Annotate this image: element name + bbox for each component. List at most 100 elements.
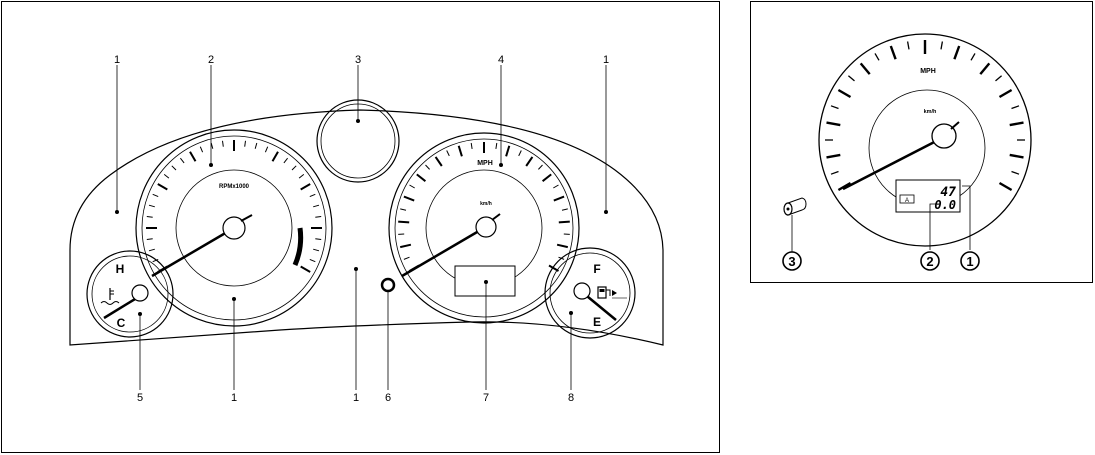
gauge-tick bbox=[254, 142, 258, 149]
gauge-tick bbox=[998, 88, 1013, 99]
gauge-tick bbox=[434, 156, 443, 167]
tachometer: RPMx1000 bbox=[135, 129, 333, 327]
gauge-tick bbox=[315, 216, 322, 218]
gauge-tick bbox=[525, 156, 534, 167]
gauge-tick bbox=[826, 153, 841, 159]
temp-cold-label: C bbox=[117, 316, 126, 330]
tachometer-needle bbox=[151, 226, 235, 278]
gauge-tick bbox=[518, 150, 522, 157]
speedometer-unit-main: MPH bbox=[477, 160, 493, 167]
gauge-tick bbox=[561, 208, 568, 211]
gauge-tick bbox=[837, 181, 852, 192]
trip-mode-indicator: A bbox=[905, 198, 909, 204]
fuel-gauge: F E bbox=[544, 247, 636, 339]
temperature-gauge: H C bbox=[86, 250, 174, 338]
gauge-tick bbox=[505, 145, 511, 157]
gauge-tick bbox=[400, 208, 407, 211]
inset-callout-1: 1 bbox=[966, 254, 973, 269]
gauge-tick bbox=[940, 41, 944, 50]
gauge-tick bbox=[889, 45, 897, 60]
gauge-tick bbox=[309, 193, 316, 198]
gauge-tick bbox=[538, 164, 543, 170]
gauge-tick bbox=[315, 238, 322, 240]
gauge-tick bbox=[830, 170, 839, 175]
gauge-tick bbox=[470, 142, 473, 149]
inset-callout-3: 3 bbox=[788, 254, 795, 269]
gauge-tick bbox=[313, 204, 320, 208]
gauge-tick bbox=[313, 248, 320, 252]
callout-8: 8 bbox=[568, 392, 574, 404]
gauge-tick bbox=[906, 41, 910, 50]
inset-callouts: 3 2 1 bbox=[782, 251, 980, 271]
gauge-tick bbox=[210, 142, 214, 149]
gauge-tick bbox=[553, 184, 559, 189]
gauge-tick bbox=[558, 220, 570, 224]
gauge-tick bbox=[416, 173, 427, 182]
gauge-tick bbox=[553, 195, 565, 202]
fuel-pump-icon bbox=[597, 286, 617, 299]
gauge-tick bbox=[859, 62, 871, 75]
callout-4: 4 bbox=[498, 54, 504, 66]
gauge-tick bbox=[446, 150, 450, 157]
callout-6: 6 bbox=[385, 392, 391, 404]
gauge-tick bbox=[222, 140, 224, 147]
gauge-tick bbox=[837, 88, 852, 99]
gauge-tick bbox=[556, 243, 569, 249]
gauge-tick bbox=[495, 142, 498, 149]
trip-mode-box bbox=[899, 194, 915, 204]
callout-5: 5 bbox=[137, 392, 143, 404]
tachometer-hub bbox=[222, 216, 246, 240]
inset-callout-2: 2 bbox=[926, 254, 933, 269]
gauge-tick bbox=[970, 53, 976, 61]
fuel-empty-label: E bbox=[593, 315, 601, 329]
gauge-tick bbox=[180, 157, 185, 164]
gauge-tick bbox=[291, 165, 297, 171]
cluster-housing bbox=[69, 109, 664, 346]
gauge-tick bbox=[271, 151, 279, 162]
gauge-tick bbox=[148, 248, 155, 252]
gauge-tick bbox=[826, 121, 841, 127]
speedometer-unit-sub: km/h bbox=[480, 201, 492, 207]
gauge-tick bbox=[1009, 121, 1024, 127]
gauge-tick bbox=[163, 174, 170, 179]
tripmeter-value: 0.0 bbox=[934, 198, 956, 212]
gauge-tick bbox=[157, 183, 168, 191]
gauge-tick bbox=[146, 216, 153, 218]
gauge-tick bbox=[403, 256, 410, 260]
gauge-tick bbox=[874, 53, 880, 61]
gauge-tick bbox=[300, 183, 311, 191]
gauge-tick bbox=[199, 146, 204, 153]
temp-hot-label: H bbox=[116, 262, 125, 276]
right-panel-frame bbox=[750, 1, 1093, 283]
gauge-tick bbox=[1009, 153, 1024, 159]
inset-unit-sub: km/h bbox=[924, 109, 937, 115]
speedometer: MPH km/h bbox=[388, 132, 580, 324]
callout-1: 1 bbox=[231, 392, 237, 404]
callout-3: 3 bbox=[355, 54, 361, 66]
gauge-tick bbox=[398, 220, 410, 224]
fuel-full-label: F bbox=[593, 262, 600, 276]
gauge-tick bbox=[309, 258, 316, 263]
temp-needle bbox=[103, 294, 141, 320]
speedometer-hub bbox=[475, 216, 497, 238]
gauge-tick bbox=[171, 165, 177, 171]
gauge-tick bbox=[457, 145, 463, 157]
callout-2: 2 bbox=[208, 54, 214, 66]
leader-lines bbox=[116, 65, 607, 390]
gauge-tick bbox=[399, 243, 412, 249]
gauge-tick bbox=[152, 258, 159, 263]
gauge-tick bbox=[541, 173, 552, 182]
gauge-tick bbox=[830, 105, 839, 110]
inset-needle bbox=[842, 134, 947, 191]
gauge-tick bbox=[264, 146, 269, 153]
gauge-tick bbox=[425, 164, 430, 170]
inset-unit-main: MPH bbox=[920, 68, 936, 75]
gauge-tick bbox=[1011, 170, 1020, 175]
gauge-tick bbox=[409, 184, 415, 189]
gauge-tick bbox=[979, 62, 991, 75]
left-panel-frame bbox=[1, 1, 720, 453]
gauge-tick bbox=[847, 75, 855, 82]
odometer-value: 47 bbox=[940, 185, 956, 200]
gauge-tick bbox=[189, 151, 197, 162]
